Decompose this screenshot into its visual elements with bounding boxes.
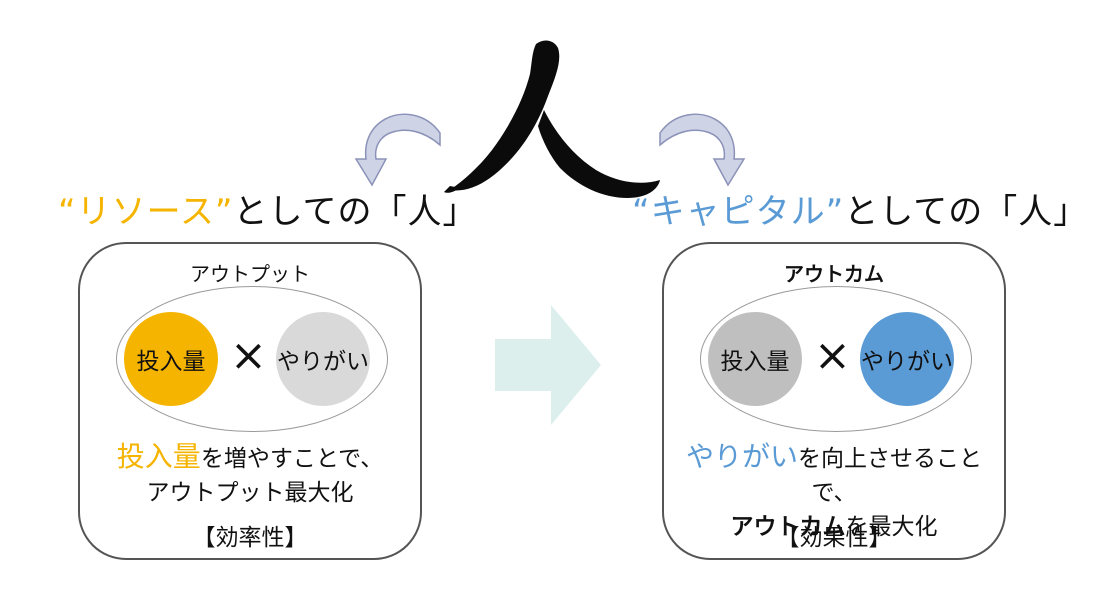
left-times-icon: ×: [230, 330, 267, 381]
left-heading-highlight: “リソース”: [58, 192, 234, 232]
block-arrow-right: [495, 305, 601, 425]
right-desc-line1: を向上させることで、: [798, 446, 982, 506]
right-ring: [700, 286, 972, 432]
brush-kanji-hito: 人: [440, 30, 660, 198]
left-desc-line2: アウトプット最大化: [146, 480, 354, 506]
left-description: 投入量を増やすことで、 アウトプット最大化: [80, 440, 420, 510]
left-tag: 【効率性】: [192, 525, 308, 551]
right-times-icon: ×: [814, 330, 851, 381]
left-circle-input: 投入量: [124, 312, 218, 406]
center-glyph-text: 人: [440, 30, 441, 31]
right-heading-rest: としての「人」: [844, 192, 1089, 232]
left-panel: アウトプット 投入量 × やりがい 投入量を増やすことで、 アウトプット最大化 …: [78, 242, 422, 560]
right-description: やりがいを向上させることで、 アウトカムを最大化: [664, 440, 1004, 544]
right-desc-highlight: やりがい: [685, 440, 798, 473]
left-heading: “リソース”としての「人」: [58, 192, 478, 232]
right-heading: “キャピタル”としての「人」: [632, 192, 1088, 232]
left-circle-motivation: やりがい: [276, 312, 370, 406]
left-desc-highlight: 投入量: [116, 440, 201, 473]
left-panel-title: アウトプット: [190, 262, 310, 286]
curved-arrow-right: [659, 113, 746, 187]
left-desc-line1: を増やすことで、: [200, 446, 384, 472]
right-tag: 【効果性】: [776, 525, 892, 551]
right-panel: アウトカム 投入量 × やりがい やりがいを向上させることで、 アウトカムを最大…: [662, 242, 1006, 560]
right-circle-input: 投入量: [708, 312, 802, 406]
curved-arrow-left: [354, 113, 441, 187]
right-desc-line2-bold: アウトカム: [730, 514, 846, 540]
right-desc-line2-rest: を最大化: [845, 514, 938, 540]
right-heading-highlight: “キャピタル”: [632, 192, 845, 232]
left-heading-rest: としての「人」: [233, 192, 478, 232]
left-ring: [116, 286, 388, 432]
right-circle-motivation: やりがい: [860, 312, 954, 406]
right-panel-title: アウトカム: [784, 262, 884, 286]
